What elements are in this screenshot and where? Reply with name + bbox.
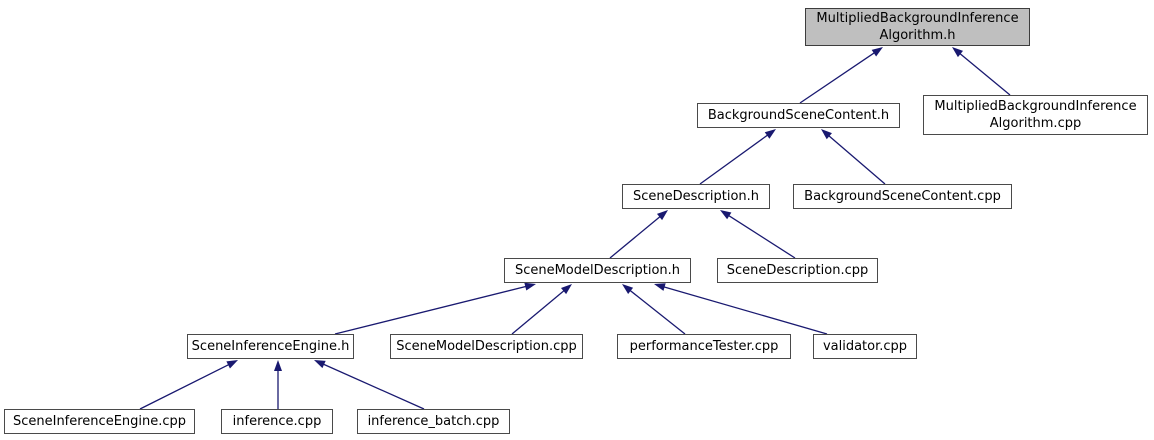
node-sceneinferenceengine-h[interactable]: SceneInferenceEngine.h: [187, 334, 354, 359]
edge-line-performanceTester.cpp-to-SceneModelDescription.h: [627, 288, 686, 335]
node-multipliedbackgroundinferencealgorithm-cpp[interactable]: MultipliedBackgroundInference Algorithm.…: [923, 95, 1148, 135]
node-scenemodeldescription-h[interactable]: SceneModelDescription.h: [504, 258, 691, 283]
edge-arrowhead-SceneInferenceEngine.h-to-SceneModelDescription.h: [524, 282, 536, 291]
node-validator-cpp[interactable]: validator.cpp: [813, 334, 917, 359]
edge-arrowhead-SceneDescription.h-to-BackgroundSceneContent.h: [764, 129, 776, 139]
edge-line-SceneInferenceEngine.cpp-to-SceneInferenceEngine.h: [139, 362, 232, 410]
edge-arrowhead-SceneModelDescription.cpp-to-SceneModelDescription.h: [560, 284, 572, 295]
node-scenedescription-h[interactable]: SceneDescription.h: [622, 184, 770, 209]
edge-arrowhead-validator.cpp-to-SceneModelDescription.h: [654, 283, 666, 291]
node-scenemodeldescription-cpp[interactable]: SceneModelDescription.cpp: [390, 334, 583, 359]
edge-arrowhead-BackgroundSceneContent.cpp-to-BackgroundSceneContent.h: [821, 129, 832, 140]
node-sceneinferenceengine-cpp[interactable]: SceneInferenceEngine.cpp: [4, 409, 195, 434]
edge-line-SceneDescription.h-to-BackgroundSceneContent.h: [699, 133, 770, 185]
edge-arrowhead-performanceTester.cpp-to-SceneModelDescription.h: [622, 284, 634, 294]
node-inference-batch-cpp[interactable]: inference_batch.cpp: [357, 409, 510, 434]
edge-line-SceneDescription.cpp-to-SceneDescription.h: [726, 213, 796, 259]
edge-line-SceneModelDescription.cpp-to-SceneModelDescription.h: [511, 288, 567, 335]
edge-line-MultipliedBackgroundInferenceAlgorithm.cpp-to-MultipliedBackgroundInferenceAlgorithm.h: [957, 51, 1011, 96]
edge-arrowhead-BackgroundSceneContent.h-to-MultipliedBackgroundInferenceAlgorithm.h: [871, 47, 883, 57]
edge-line-BackgroundSceneContent.cpp-to-BackgroundSceneContent.h: [826, 133, 886, 185]
node-scenedescription-cpp[interactable]: SceneDescription.cpp: [717, 258, 878, 283]
node-inference-cpp[interactable]: inference.cpp: [221, 409, 333, 434]
edge-line-validator.cpp-to-SceneModelDescription.h: [661, 285, 828, 335]
edge-arrowhead-inference.cpp-to-SceneInferenceEngine.h: [274, 360, 282, 371]
node-multipliedbackgroundinferencealgorithm-h[interactable]: MultipliedBackgroundInference Algorithm.…: [805, 8, 1030, 46]
edge-line-SceneInferenceEngine.h-to-SceneModelDescription.h: [334, 285, 529, 335]
edge-arrowhead-SceneInferenceEngine.cpp-to-SceneInferenceEngine.h: [226, 360, 238, 369]
edge-arrowhead-SceneModelDescription.h-to-SceneDescription.h: [656, 210, 668, 221]
node-performancetester-cpp[interactable]: performanceTester.cpp: [617, 334, 791, 359]
edge-arrowhead-SceneDescription.cpp-to-SceneDescription.h: [720, 210, 732, 220]
node-backgroundscenecontent-h[interactable]: BackgroundSceneContent.h: [697, 103, 900, 128]
edge-line-inference_batch.cpp-to-SceneInferenceEngine.h: [321, 362, 425, 410]
edge-line-BackgroundSceneContent.h-to-MultipliedBackgroundInferenceAlgorithm.h: [799, 50, 877, 104]
edge-line-SceneModelDescription.h-to-SceneDescription.h: [609, 214, 663, 259]
node-backgroundscenecontent-cpp[interactable]: BackgroundSceneContent.cpp: [793, 184, 1012, 209]
edge-arrowhead-inference_batch.cpp-to-SceneInferenceEngine.h: [314, 360, 326, 369]
edge-arrowhead-MultipliedBackgroundInferenceAlgorithm.cpp-to-MultipliedBackgroundInferenceAlgorithm.h: [952, 47, 964, 58]
